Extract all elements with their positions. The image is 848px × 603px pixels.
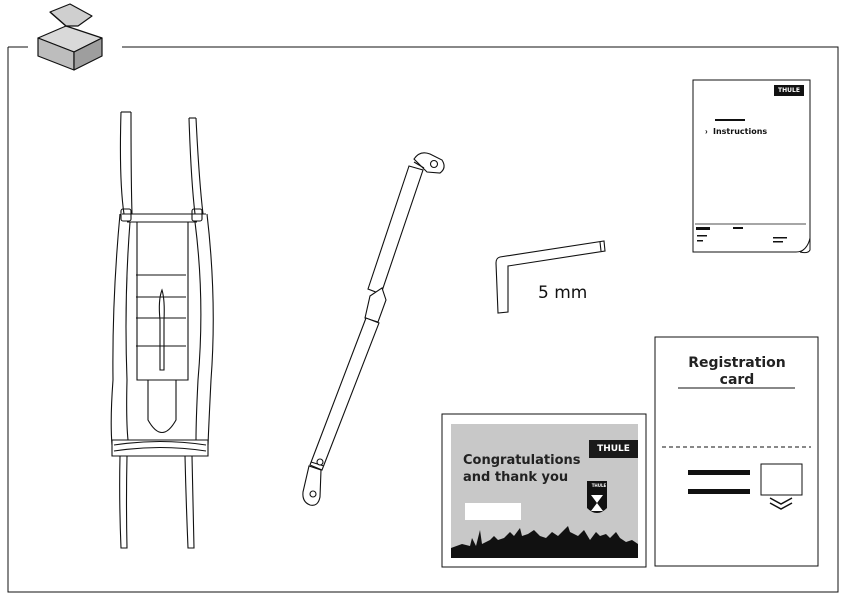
instructions-logo: THULE (774, 85, 804, 96)
hex-key-size-label: 5 mm (538, 283, 588, 303)
congrats-text: Congratulations and thank you (463, 452, 623, 486)
frame (7, 46, 839, 593)
congratulations-card (441, 413, 647, 568)
badge-icon (587, 481, 607, 513)
card-white-box (465, 503, 521, 520)
telescopic-arm-icon (302, 152, 445, 506)
registration-card (654, 336, 819, 567)
registration-title: Registration card (680, 355, 794, 389)
congrats-line-1: Congratulations (463, 453, 581, 468)
instructions-chevron-icon: › (705, 127, 708, 136)
harness-frame-icon (110, 111, 214, 549)
box-icon (37, 3, 103, 71)
registration-title-line-1: Registration (688, 355, 786, 371)
congrats-line-2: and thank you (463, 470, 569, 485)
badge-logo: THULE (591, 483, 607, 488)
instructions-title: Instructions (713, 127, 768, 136)
hex-key-icon (495, 240, 606, 314)
manual-booklet-icon (692, 79, 811, 254)
city-skyline (451, 526, 638, 558)
congrats-card-logo: THULE (589, 440, 638, 458)
registration-title-line-2: card (719, 372, 755, 388)
